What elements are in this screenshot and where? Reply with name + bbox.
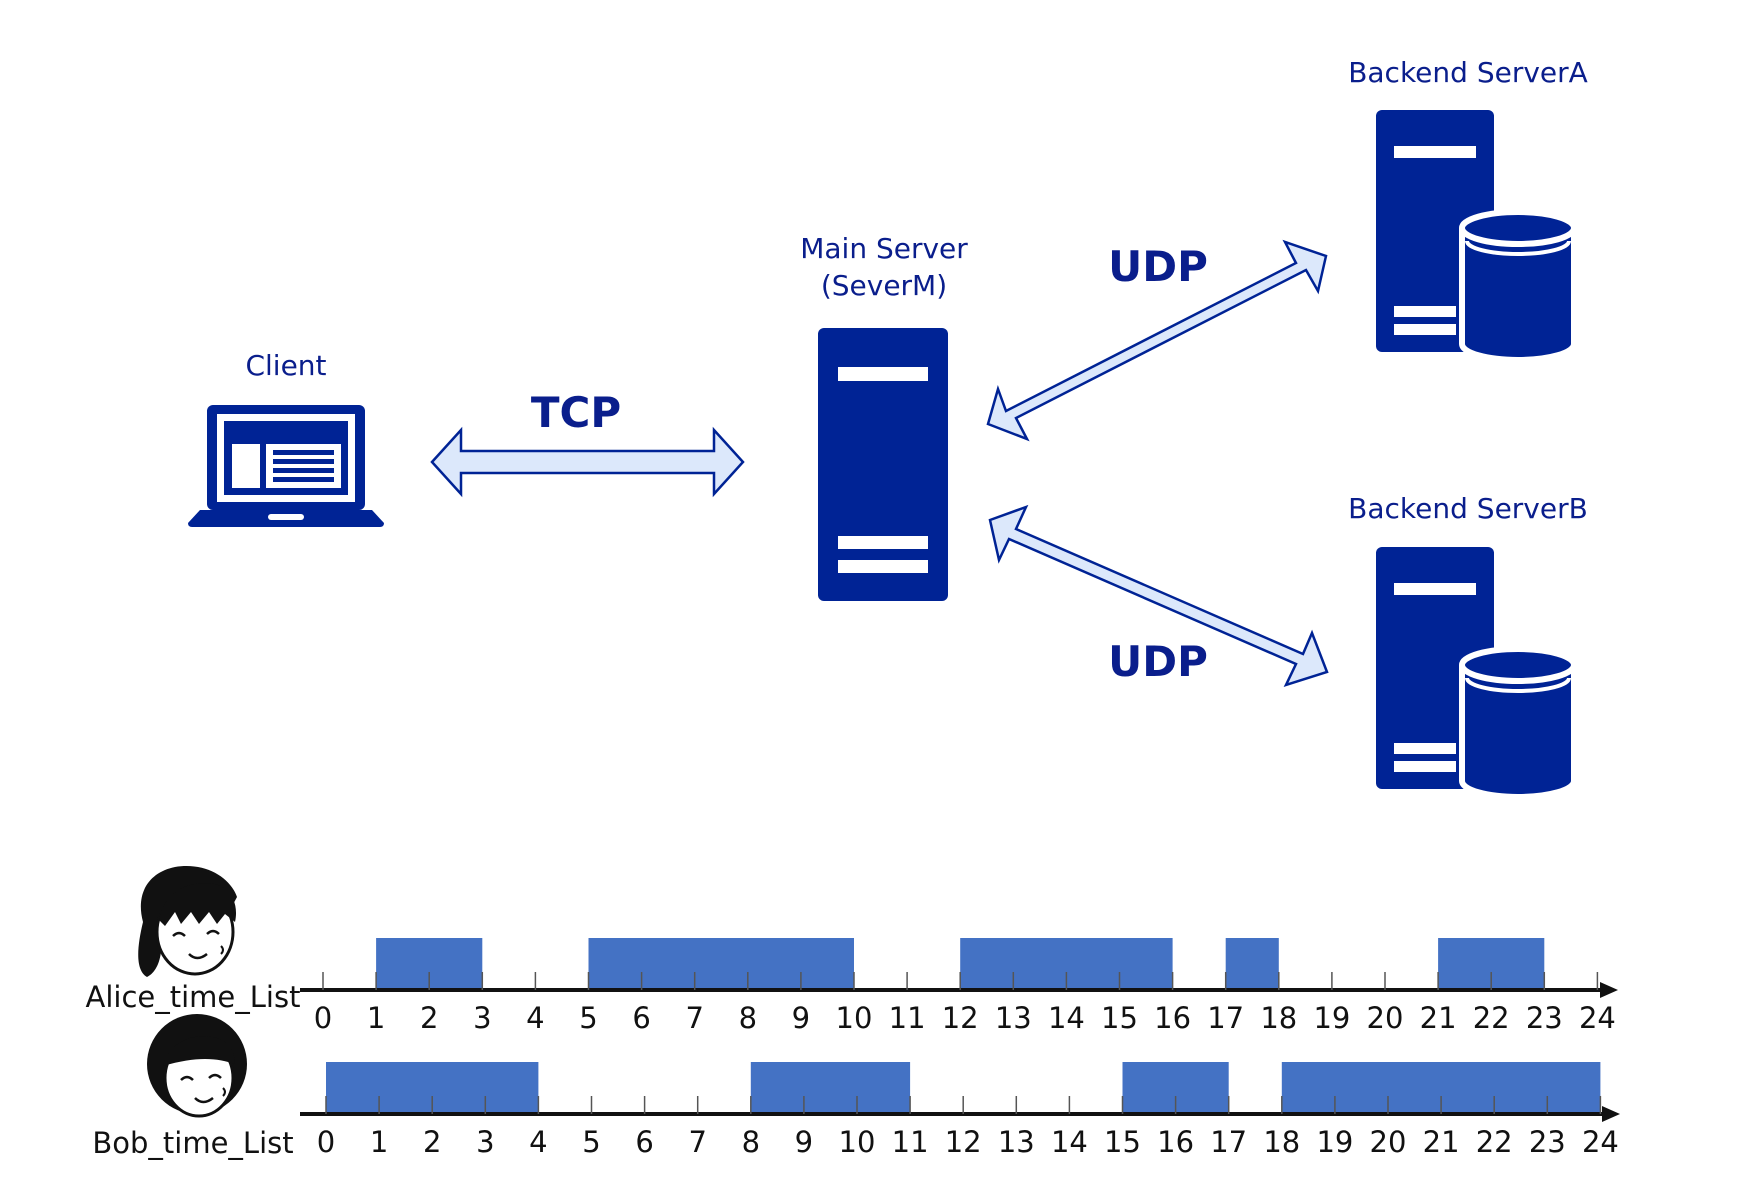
bob-tick-label-11: 11 xyxy=(892,1125,929,1159)
tcp-label: TCP xyxy=(531,388,621,437)
bob-tick-label-2: 2 xyxy=(423,1125,441,1159)
backend-b-label: Backend ServerB xyxy=(1348,492,1588,525)
girl-face-icon xyxy=(138,866,238,977)
bob-tick-label-7: 7 xyxy=(688,1125,706,1159)
backend-a-label: Backend ServerA xyxy=(1348,56,1588,89)
database-server-icon-b xyxy=(1376,547,1574,797)
bob-axis-arrowhead xyxy=(1602,1106,1620,1122)
alice-tick-label-16: 16 xyxy=(1154,1001,1191,1035)
tcp-double-arrow xyxy=(430,426,745,498)
alice-tick-label-23: 23 xyxy=(1526,1001,1563,1035)
alice-tick-label-8: 8 xyxy=(739,1001,757,1035)
bob-tick-label-0: 0 xyxy=(317,1125,335,1159)
alice-row-label: Alice_time_List xyxy=(86,980,301,1014)
alice-tick-label-0: 0 xyxy=(314,1001,332,1035)
bob-tick-label-10: 10 xyxy=(839,1125,876,1159)
alice-tick-label-15: 15 xyxy=(1101,1001,1138,1035)
boy-face-icon xyxy=(147,1014,247,1118)
main-server-label-line2: (SeverM) xyxy=(821,269,947,302)
alice-tick-label-18: 18 xyxy=(1260,1001,1297,1035)
bob-tick-label-1: 1 xyxy=(370,1125,388,1159)
alice-axis-arrowhead xyxy=(1600,982,1618,998)
bob-tick-label-24: 24 xyxy=(1582,1125,1619,1159)
udp-double-arrow-b xyxy=(988,504,1329,688)
bob-row-label: Bob_time_List xyxy=(92,1126,293,1160)
alice-tick-label-1: 1 xyxy=(367,1001,385,1035)
alice-tick-label-4: 4 xyxy=(526,1001,544,1035)
bob-tick-label-3: 3 xyxy=(476,1125,494,1159)
bob-tick-label-23: 23 xyxy=(1529,1125,1566,1159)
alice-tick-label-13: 13 xyxy=(995,1001,1032,1035)
alice-tick-label-22: 22 xyxy=(1473,1001,1510,1035)
alice-tick-label-2: 2 xyxy=(420,1001,438,1035)
alice-tick-label-10: 10 xyxy=(836,1001,873,1035)
alice-tick-label-24: 24 xyxy=(1579,1001,1616,1035)
alice-tick-label-20: 20 xyxy=(1367,1001,1404,1035)
bob-tick-label-4: 4 xyxy=(529,1125,547,1159)
alice-tick-label-11: 11 xyxy=(889,1001,926,1035)
bob-tick-label-17: 17 xyxy=(1210,1125,1247,1159)
alice-tick-label-6: 6 xyxy=(632,1001,650,1035)
bob-tick-label-19: 19 xyxy=(1316,1125,1353,1159)
alice-interval-bar-1 xyxy=(588,938,854,990)
bob-interval-bar-1 xyxy=(750,1062,911,1114)
bob-tick-label-9: 9 xyxy=(795,1125,813,1159)
laptop-icon xyxy=(188,405,384,527)
alice-tick-label-19: 19 xyxy=(1313,1001,1350,1035)
alice-tick-label-17: 17 xyxy=(1207,1001,1244,1035)
bob-tick-label-22: 22 xyxy=(1476,1125,1513,1159)
udp-label-b: UDP xyxy=(1108,637,1208,686)
alice-tick-label-12: 12 xyxy=(942,1001,979,1035)
bob-tick-label-8: 8 xyxy=(742,1125,760,1159)
alice-tick-label-5: 5 xyxy=(579,1001,597,1035)
udp-label-a: UDP xyxy=(1108,242,1208,291)
main-server-label-line1: Main Server xyxy=(800,232,968,265)
client-label: Client xyxy=(245,349,326,382)
alice-tick-label-14: 14 xyxy=(1048,1001,1085,1035)
bob-tick-label-18: 18 xyxy=(1263,1125,1300,1159)
bob-tick-label-21: 21 xyxy=(1423,1125,1460,1159)
bob-tick-label-12: 12 xyxy=(945,1125,982,1159)
alice-tick-label-21: 21 xyxy=(1420,1001,1457,1035)
bob-tick-label-14: 14 xyxy=(1051,1125,1088,1159)
alice-tick-label-7: 7 xyxy=(685,1001,703,1035)
bob-tick-label-13: 13 xyxy=(998,1125,1035,1159)
bob-tick-label-20: 20 xyxy=(1370,1125,1407,1159)
bob-tick-label-16: 16 xyxy=(1157,1125,1194,1159)
database-server-icon-a xyxy=(1376,110,1574,360)
alice-tick-label-3: 3 xyxy=(473,1001,491,1035)
alice-interval-bar-3 xyxy=(1225,938,1279,990)
alice-tick-label-9: 9 xyxy=(792,1001,810,1035)
bob-tick-label-6: 6 xyxy=(635,1125,653,1159)
server-tower-icon xyxy=(818,328,948,601)
bob-tick-label-15: 15 xyxy=(1104,1125,1141,1159)
udp-double-arrow-a xyxy=(986,239,1328,442)
bob-tick-label-5: 5 xyxy=(582,1125,600,1159)
